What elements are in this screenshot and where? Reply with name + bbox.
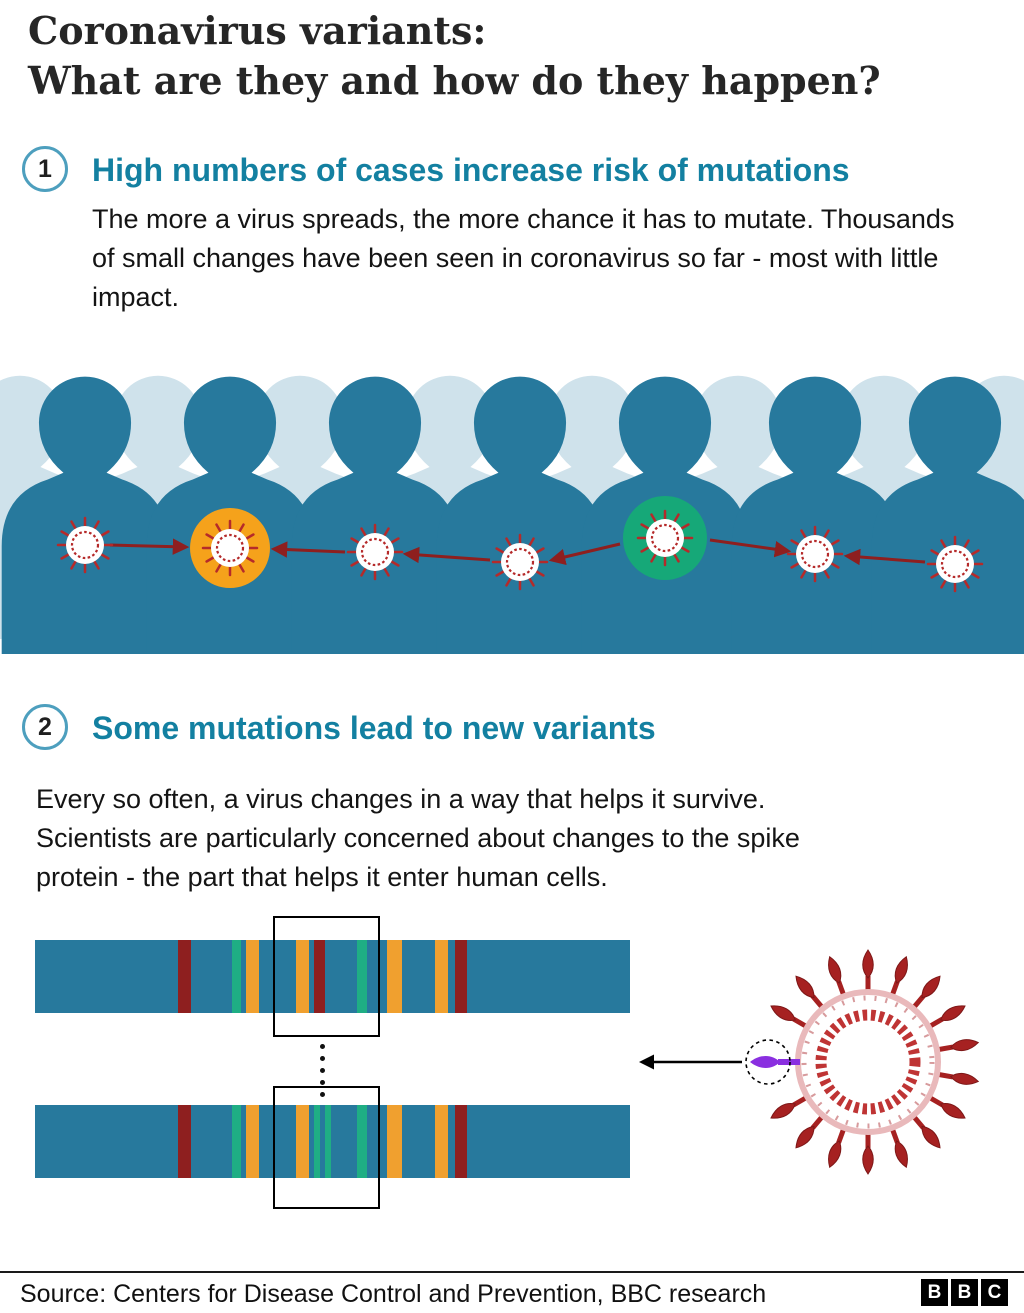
section-1-body: The more a virus spreads, the more chanc… <box>92 204 955 312</box>
bbc-logo-block: B <box>921 1279 948 1306</box>
mutation-zoom-box-original <box>273 916 380 1037</box>
bbc-logo-block: C <box>981 1279 1008 1306</box>
genome-stripe-mutation <box>325 1105 331 1178</box>
virus-rna-coil <box>815 1009 921 1115</box>
genome-stripe <box>246 940 259 1013</box>
genome-stripe <box>246 1105 259 1178</box>
genome-stripe <box>178 1105 191 1178</box>
genome-bar-original <box>35 940 630 1013</box>
bbc-logo-block: B <box>951 1279 978 1306</box>
genome-stripe <box>232 1105 241 1178</box>
genome-stripe <box>232 940 241 1013</box>
section-2-heading: Some mutations lead to new variants <box>92 710 656 746</box>
genome-stripe <box>296 940 309 1013</box>
section-2-number: 2 <box>38 712 52 741</box>
page-title-line2: What are they and how do they happen? <box>28 58 881 104</box>
genome-stripe <box>296 1105 309 1178</box>
genome-stripe <box>387 940 402 1013</box>
genome-stripe <box>455 940 467 1013</box>
infection-chain-illustration <box>0 375 1024 654</box>
section-1-heading: High numbers of cases increase risk of m… <box>92 152 850 188</box>
bbc-logo: B B C <box>921 1279 1008 1306</box>
genome-stripe <box>178 940 191 1013</box>
genome-stripe-mutation <box>314 1105 320 1178</box>
section-2-body: Every so often, a virus changes in a way… <box>36 784 800 892</box>
genome-stripe <box>435 1105 448 1178</box>
footer-divider <box>0 1271 1024 1273</box>
genome-bar-mutated <box>35 1105 630 1178</box>
genome-stripe <box>435 940 448 1013</box>
source-attribution: Source: Centers for Disease Control and … <box>20 1280 767 1308</box>
virus-membrane-ticks <box>801 995 935 1129</box>
mutation-link-dots <box>320 1044 325 1097</box>
genome-stripe <box>357 940 367 1013</box>
genome-stripe <box>314 940 325 1013</box>
virus-detail-illustration <box>639 949 980 1175</box>
page-title-line1: Coronavirus variants: <box>28 8 487 53</box>
genome-stripe <box>387 1105 402 1178</box>
genome-stripe <box>357 1105 367 1178</box>
spike-protein-highlight-circle <box>745 1039 791 1085</box>
mutation-zoom-box-mutated <box>273 1086 380 1209</box>
spike-protein-icon <box>750 1056 800 1068</box>
section-2-number-badge: 2 <box>22 704 68 750</box>
transmission-arrows <box>109 538 926 566</box>
page-title: Coronavirus variants: What are they and … <box>28 6 968 106</box>
section-1-number-badge: 1 <box>22 146 68 192</box>
section-1-number: 1 <box>38 154 52 183</box>
genome-stripe <box>455 1105 467 1178</box>
